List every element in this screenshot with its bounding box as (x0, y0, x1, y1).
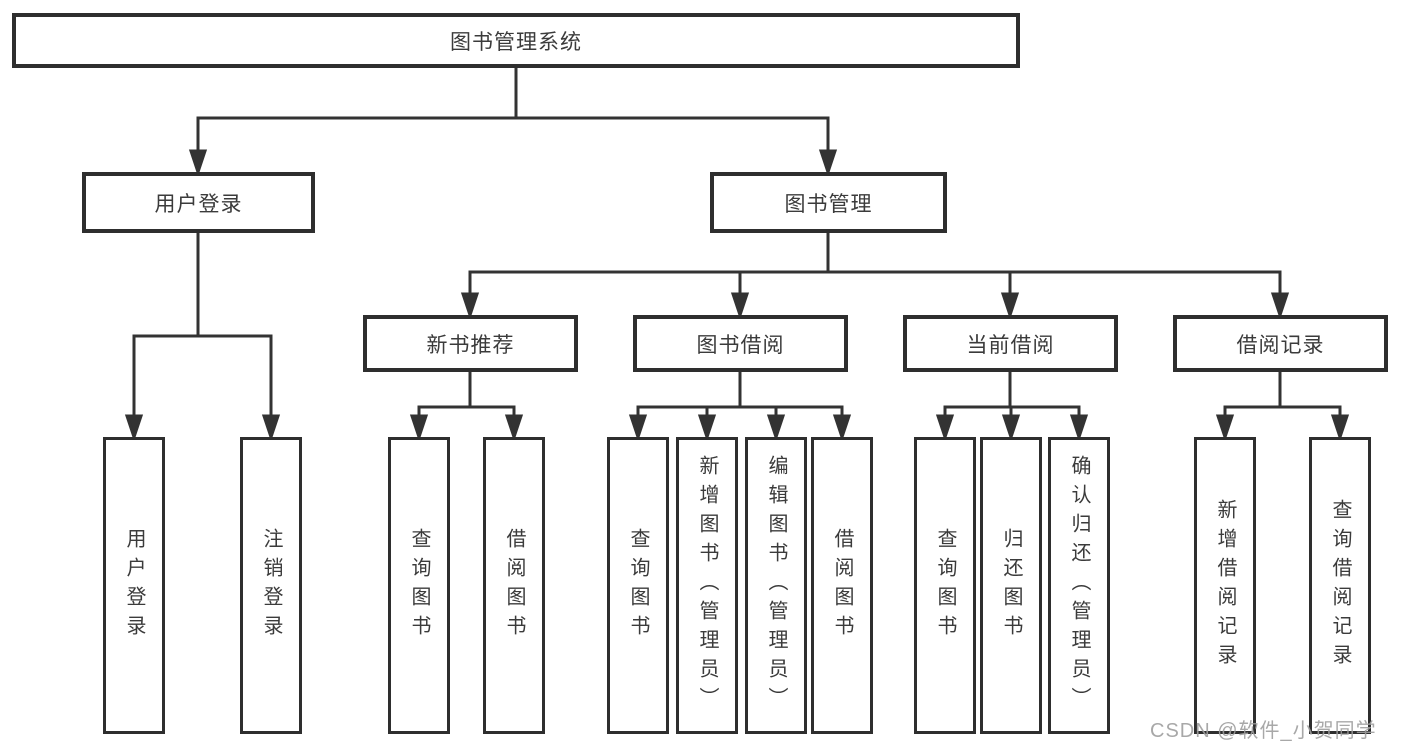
connector-new-books-to-leaves (409, 368, 524, 442)
leaf-logout-label: 注销登录 (260, 527, 282, 644)
leaf-current-confirm-return-admin: 确认归还（管理员） (1048, 437, 1110, 734)
connector-root-to-level2 (188, 64, 838, 177)
leaf-borrowing-edit-books-admin-label: 编辑图书（管理员） (765, 455, 787, 716)
leaf-newbooks-query-books-label: 查询图书 (408, 527, 430, 644)
leaf-borrowing-borrow-books: 借阅图书 (811, 437, 873, 734)
leaf-records-add-record: 新增借阅记录 (1194, 437, 1256, 734)
leaf-current-return-books-label: 归还图书 (1000, 527, 1022, 644)
node-borrowing-records-label: 借阅记录 (1236, 333, 1325, 357)
connector-user-login-to-leaves (124, 229, 281, 442)
leaf-user-login: 用户登录 (103, 437, 165, 734)
connector-book-borrowing-to-leaves (628, 368, 852, 442)
leaf-records-query-record-label: 查询借阅记录 (1329, 498, 1351, 673)
leaf-current-return-books: 归还图书 (980, 437, 1042, 734)
leaf-borrowing-query-books-label: 查询图书 (627, 527, 649, 644)
connector-book-mgmt-to-level3 (460, 229, 1290, 320)
node-user-login-label: 用户登录 (154, 192, 243, 216)
node-current-borrowing: 当前借阅 (903, 315, 1118, 372)
leaf-borrowing-add-books-admin-label: 新增图书（管理员） (696, 455, 718, 716)
node-current-borrowing-label: 当前借阅 (966, 333, 1055, 357)
node-borrowing-records: 借阅记录 (1173, 315, 1388, 372)
leaf-records-query-record: 查询借阅记录 (1309, 437, 1371, 734)
leaf-borrowing-edit-books-admin: 编辑图书（管理员） (745, 437, 807, 734)
node-root-library-system: 图书管理系统 (12, 13, 1020, 68)
leaf-current-confirm-return-admin-label: 确认归还（管理员） (1068, 455, 1090, 716)
leaf-records-add-record-label: 新增借阅记录 (1214, 498, 1236, 673)
leaf-current-query-books: 查询图书 (914, 437, 976, 734)
leaf-user-login-label: 用户登录 (123, 527, 145, 644)
leaf-borrowing-add-books-admin: 新增图书（管理员） (676, 437, 738, 734)
leaf-newbooks-borrow-books: 借阅图书 (483, 437, 545, 734)
leaf-borrowing-borrow-books-label: 借阅图书 (831, 527, 853, 644)
node-book-borrowing: 图书借阅 (633, 315, 848, 372)
connector-borrow-records-to-leaves (1215, 368, 1350, 442)
node-root-label: 图书管理系统 (450, 30, 582, 54)
node-book-management: 图书管理 (710, 172, 947, 233)
node-user-login: 用户登录 (82, 172, 315, 233)
node-new-book-recommendation-label: 新书推荐 (426, 333, 515, 357)
leaf-newbooks-query-books: 查询图书 (388, 437, 450, 734)
connector-current-borrowing-to-leaves (935, 368, 1089, 442)
leaf-current-query-books-label: 查询图书 (934, 527, 956, 644)
node-book-management-label: 图书管理 (784, 192, 873, 216)
leaf-logout: 注销登录 (240, 437, 302, 734)
csdn-watermark: CSDN @软件_小贺同学 (1150, 720, 1377, 742)
node-new-book-recommendation: 新书推荐 (363, 315, 578, 372)
node-book-borrowing-label: 图书借阅 (696, 333, 785, 357)
leaf-newbooks-borrow-books-label: 借阅图书 (503, 527, 525, 644)
leaf-borrowing-query-books: 查询图书 (607, 437, 669, 734)
